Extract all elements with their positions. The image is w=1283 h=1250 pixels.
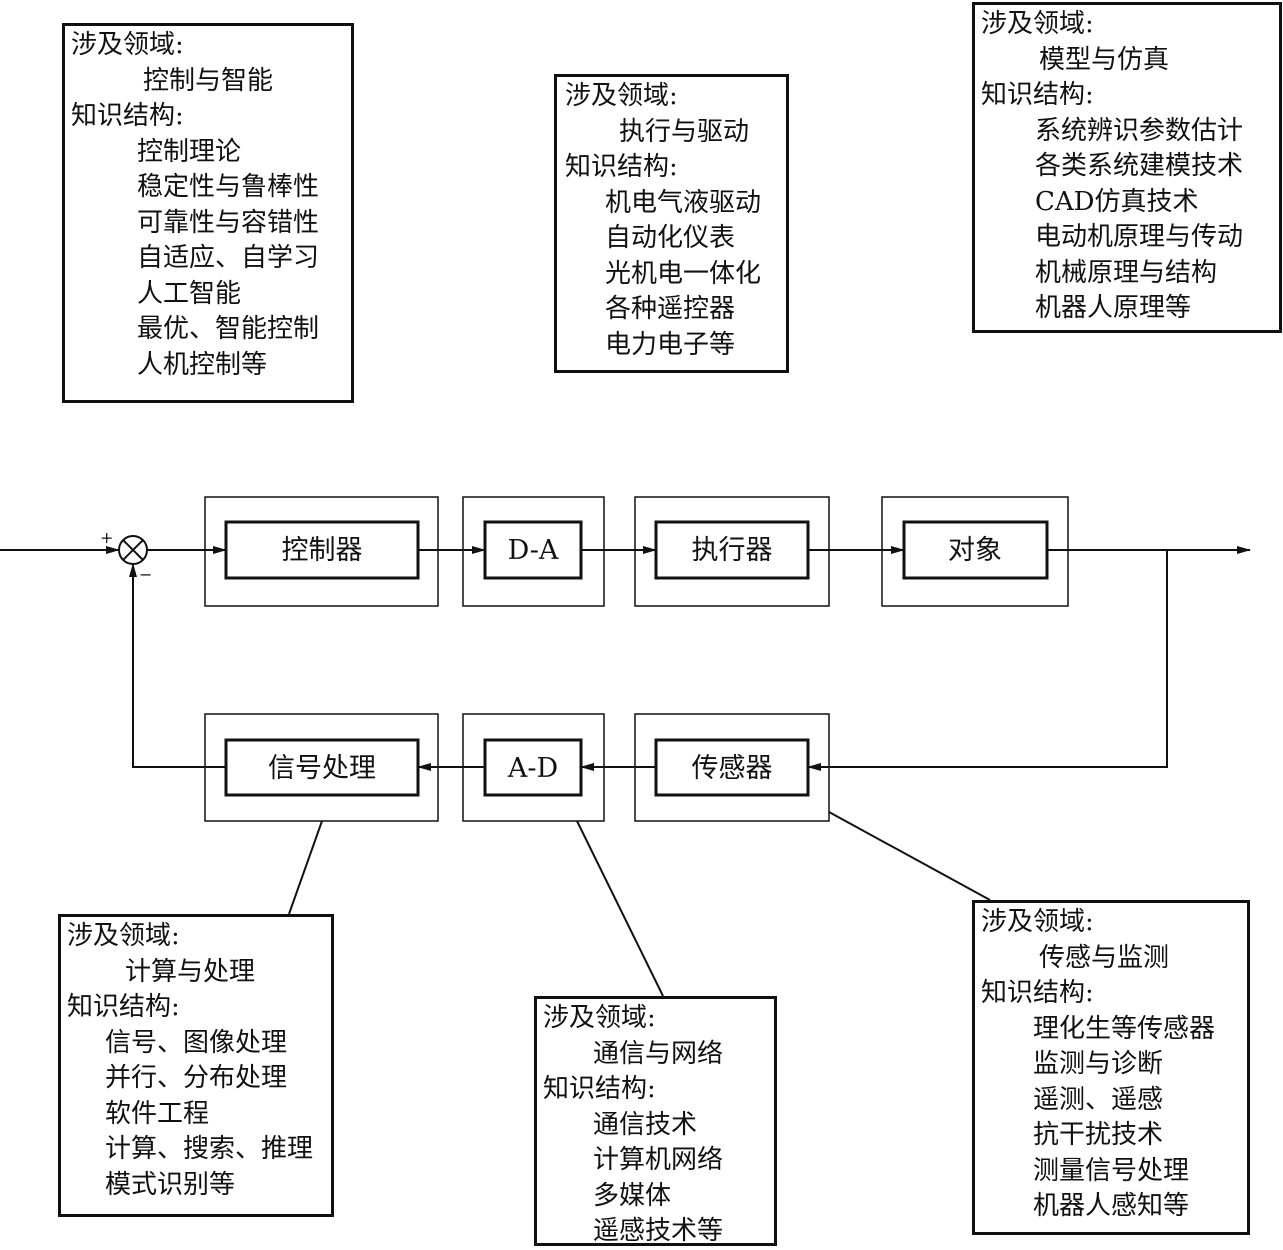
minus-sign: − (139, 565, 152, 584)
leader-line-computing (288, 820, 323, 915)
list-item: 系统辨识参数估计 (1035, 115, 1244, 146)
list-item: 信号、图像处理 (105, 1027, 288, 1058)
list-item: 稳定性与鲁棒性 (137, 172, 320, 202)
list-item: 理化生等传感器 (1033, 1013, 1216, 1044)
panel-field-value: 控制与智能 (143, 65, 274, 96)
actuator-outer-frame (634, 496, 830, 607)
list-item: 多媒体 (593, 1180, 672, 1211)
panel-structure-label: 知识结构: (71, 101, 184, 131)
da-label: D-A (508, 535, 559, 566)
panel-structure-label: 知识结构: (981, 80, 1094, 110)
panel-structure-label: 知识结构: (67, 992, 180, 1022)
panel-field-label: 涉及领域: (565, 81, 678, 111)
list-item: 人工智能 (137, 278, 242, 309)
sensor-label: 传感器 (692, 753, 773, 784)
list-item: 各类系统建模技术 (1035, 151, 1244, 181)
list-item: 测量信号处理 (1033, 1155, 1190, 1186)
panel-control-intelligence: 涉及领域: 控制与智能 知识结构: 控制理论 稳定性与鲁棒性 可靠性与容错性 自… (62, 23, 354, 403)
list-item: 计算、搜索、推理 (105, 1134, 314, 1164)
list-item: 各种遥控器 (605, 294, 736, 324)
panel-field-value: 模型与仿真 (1039, 44, 1170, 75)
plant-label: 对象 (948, 535, 1002, 566)
panel-field-label: 涉及领域: (71, 30, 184, 60)
actuator-label: 执行器 (692, 535, 773, 566)
plant-outer-frame (881, 496, 1069, 607)
panel-field-value: 计算与处理 (125, 956, 256, 987)
panel-field-value: 传感与监测 (1039, 942, 1170, 973)
list-item: 最优、智能控制 (137, 314, 320, 344)
list-item: 模式识别等 (105, 1169, 236, 1200)
panel-structure-label: 知识结构: (543, 1074, 656, 1104)
list-item: CAD仿真技术 (1035, 186, 1199, 217)
panel-field-label: 涉及领域: (981, 9, 1094, 39)
panel-field-value: 执行与驱动 (619, 116, 750, 147)
panel-structure-label: 知识结构: (981, 978, 1094, 1008)
list-item: 自动化仪表 (605, 223, 736, 253)
da-outer-frame (462, 496, 605, 607)
list-item: 电力电子等 (605, 329, 736, 360)
panel-sensing-monitoring: 涉及领域: 传感与监测 知识结构: 理化生等传感器 监测与诊断 遥测、遥感 抗干… (972, 900, 1250, 1235)
list-item: 机器人原理等 (1035, 293, 1192, 323)
output-to-sensor-arrow (807, 550, 1168, 771)
list-item: 遥感技术等 (593, 1216, 724, 1246)
panel-field-label: 涉及领域: (981, 907, 1094, 937)
list-item: 软件工程 (105, 1098, 210, 1129)
list-item: 光机电一体化 (605, 258, 762, 289)
ad-block (483, 738, 583, 797)
controller-outer-frame (204, 496, 439, 607)
panel-modeling-simulation: 涉及领域: 模型与仿真 知识结构: 系统辨识参数估计 各类系统建模技术 CAD仿… (972, 2, 1282, 333)
summing-junction (118, 535, 148, 565)
panel-computing-processing: 涉及领域: 计算与处理 知识结构: 信号、图像处理 并行、分布处理 软件工程 计… (58, 914, 334, 1217)
plus-sign: + (100, 528, 113, 547)
list-item: 并行、分布处理 (105, 1063, 288, 1093)
panel-communication-network: 涉及领域: 通信与网络 知识结构: 通信技术 计算机网络 多媒体 遥感技术等 (534, 996, 777, 1246)
panel-actuation-drive: 涉及领域: 执行与驱动 知识结构: 机电气液驱动 自动化仪表 光机电一体化 各种… (554, 74, 789, 373)
list-item: 计算机网络 (593, 1145, 724, 1175)
feedback-to-junction-arrow (129, 563, 226, 768)
leader-line-sensing (828, 811, 991, 901)
controller-label: 控制器 (282, 535, 363, 566)
list-item: 机械原理与结构 (1035, 257, 1218, 288)
list-item: 控制理论 (137, 136, 242, 167)
list-item: 抗干扰技术 (1033, 1120, 1164, 1150)
list-item: 电动机原理与传动 (1035, 222, 1244, 252)
list-item: 监测与诊断 (1033, 1049, 1164, 1079)
panel-field-label: 涉及领域: (543, 1003, 656, 1033)
list-item: 自适应、自学习 (137, 243, 320, 273)
list-item: 通信技术 (593, 1109, 698, 1140)
list-item: 人机控制等 (137, 349, 268, 380)
list-item: 机电气液驱动 (605, 187, 762, 218)
panel-field-value: 通信与网络 (593, 1038, 724, 1069)
list-item: 遥测、遥感 (1033, 1084, 1164, 1115)
list-item: 机器人感知等 (1033, 1191, 1190, 1221)
list-item: 可靠性与容错性 (137, 207, 320, 238)
panel-structure-label: 知识结构: (565, 152, 678, 182)
ad-label: A-D (507, 753, 558, 784)
signal-processing-label: 信号处理 (268, 753, 376, 784)
leader-line-network (576, 820, 664, 997)
panel-field-label: 涉及领域: (67, 921, 180, 951)
